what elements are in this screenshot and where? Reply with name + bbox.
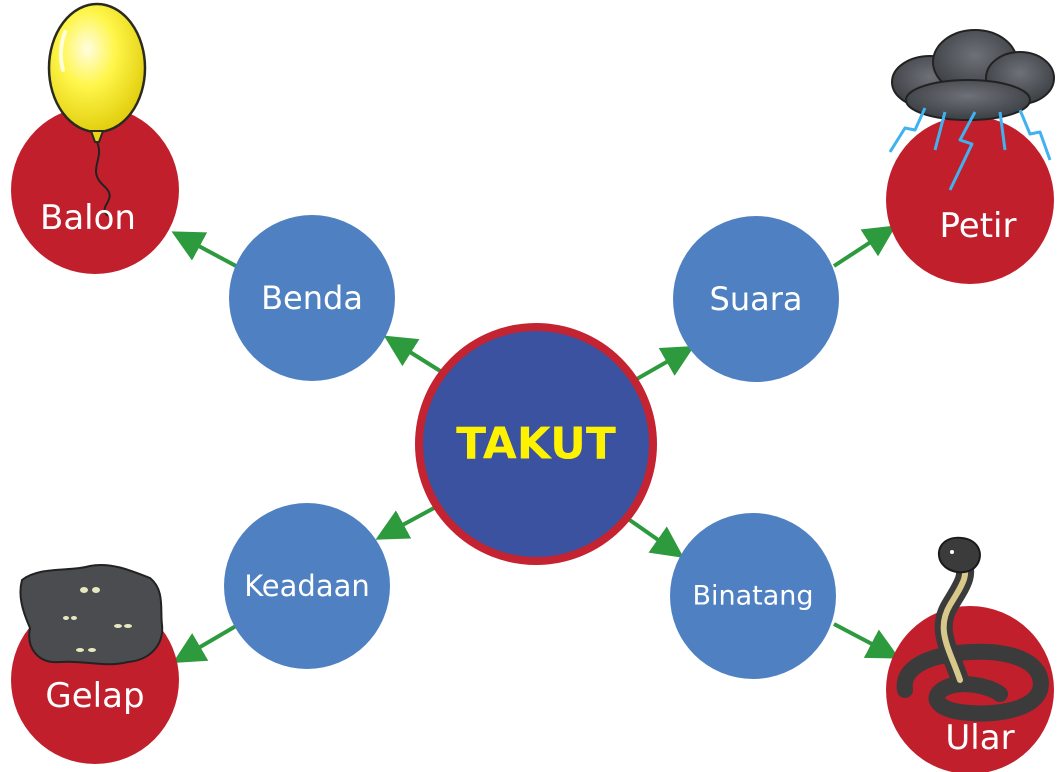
arrow-takut-keadaan (375, 506, 435, 540)
storm-cloud-lightning-icon (888, 29, 1055, 191)
category-node-binatang: Binatang (670, 513, 836, 679)
category-label-binatang: Binatang (692, 581, 813, 612)
example-node-gelap: Gelap (11, 564, 179, 764)
example-node-balon: Balon (11, 2, 179, 274)
example-label-gelap: Gelap (45, 676, 144, 716)
category-label-keadaan: Keadaan (244, 569, 370, 603)
arrow-benda-balon (171, 231, 237, 268)
example-label-petir: Petir (940, 206, 1017, 246)
example-node-petir: Petir (886, 29, 1055, 284)
category-label-benda: Benda (261, 279, 363, 317)
example-label-balon: Balon (40, 198, 136, 238)
arrow-takut-binatang (622, 514, 684, 558)
center-node: TAKUT (415, 323, 657, 565)
arrow-suara-petir (832, 225, 897, 268)
cobra-snake-icon (896, 536, 1049, 722)
arrow-takut-benda (383, 335, 447, 376)
center-label: TAKUT (456, 419, 616, 470)
dark-eyes-icon (19, 564, 164, 666)
category-node-suara: Suara (673, 216, 839, 382)
arrow-binatang-ular (833, 622, 900, 659)
category-label-suara: Suara (710, 280, 803, 318)
category-node-benda: Benda (229, 215, 395, 381)
example-label-ular: Ular (945, 718, 1014, 758)
example-node-ular: Ular (886, 536, 1054, 772)
category-node-keadaan: Keadaan (224, 503, 390, 669)
yellow-balloon-icon (47, 2, 147, 217)
arrow-keadaan-gelap (172, 624, 238, 664)
